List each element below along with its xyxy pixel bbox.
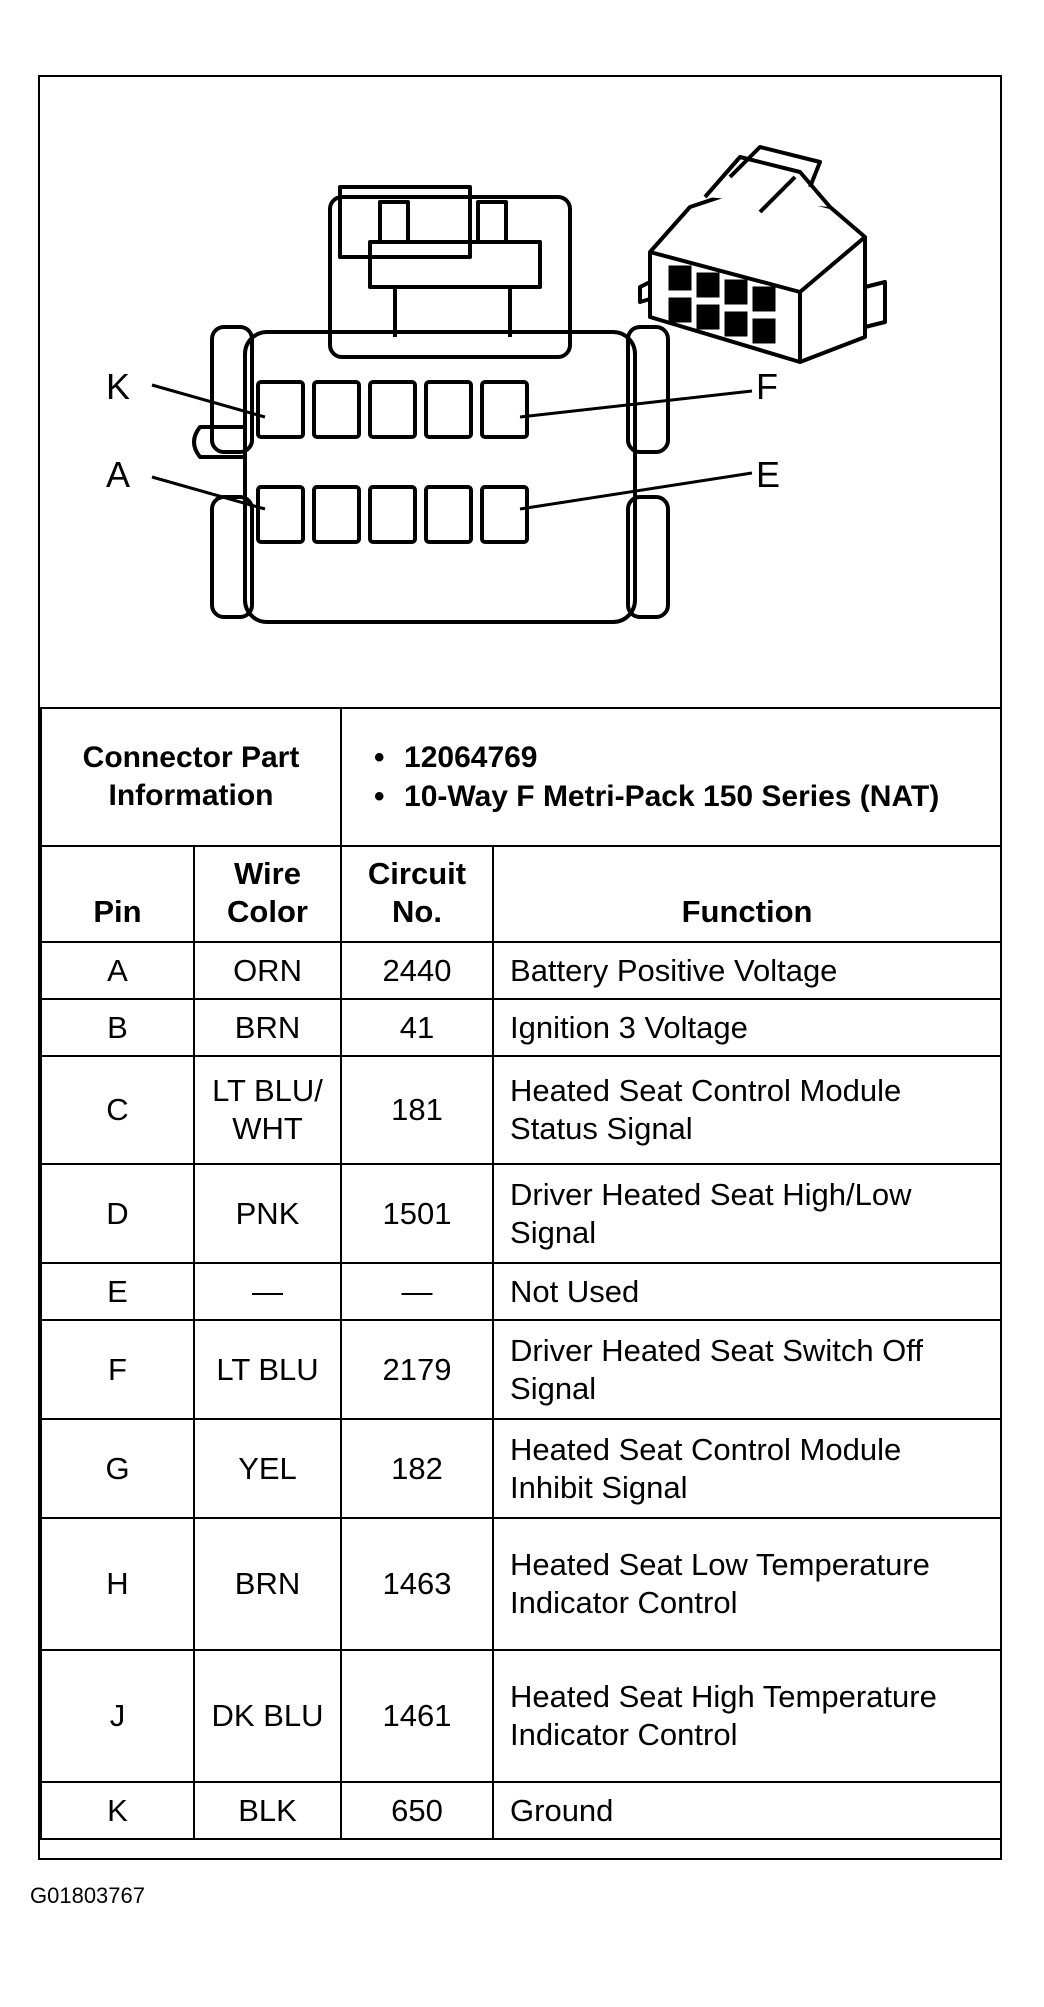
cell-circuit-no: 1461 bbox=[340, 1649, 495, 1783]
connector-series: 10-Way F Metri-Pack 150 Series (NAT) bbox=[374, 777, 986, 816]
cell-pin: A bbox=[40, 941, 195, 1000]
header-wire-color: Wire Color bbox=[192, 845, 343, 943]
cell-circuit-no: 2440 bbox=[340, 941, 495, 1000]
connector-part-number: 12064769 bbox=[374, 738, 986, 777]
cell-pin: B bbox=[40, 998, 195, 1057]
cavity bbox=[256, 380, 305, 439]
pin-cavities bbox=[256, 380, 529, 544]
cell-function: Heated Seat High Temperature Indicator C… bbox=[492, 1649, 1003, 1783]
cell-pin: G bbox=[40, 1418, 195, 1519]
cell-function: Heated Seat Control Module Status Signal bbox=[492, 1055, 1003, 1165]
cell-circuit-no: 650 bbox=[340, 1781, 495, 1840]
header-circuit-no: Circuit No. bbox=[340, 845, 495, 943]
cavity bbox=[368, 485, 417, 544]
cell-function: Heated Seat Low Temperature Indicator Co… bbox=[492, 1517, 1003, 1651]
cell-wire-color: YEL bbox=[192, 1418, 343, 1519]
cell-pin: D bbox=[40, 1163, 195, 1264]
cell-wire-color: BRN bbox=[192, 1517, 343, 1651]
cell-pin: J bbox=[40, 1649, 195, 1783]
cell-circuit-no: 181 bbox=[340, 1055, 495, 1165]
pin-label-e: E bbox=[756, 454, 780, 495]
cell-wire-color: LT BLU/ WHT bbox=[192, 1055, 343, 1165]
figure-id: G01803767 bbox=[30, 1883, 145, 1908]
cell-wire-color: BLK bbox=[192, 1781, 343, 1840]
cell-wire-color: LT BLU bbox=[192, 1319, 343, 1420]
connector-info-label: Connector Part Information bbox=[39, 707, 343, 847]
cell-function: Heated Seat Control Module Inhibit Signa… bbox=[492, 1418, 1003, 1519]
pinout-table: Connector Part Information 12064769 10-W… bbox=[39, 707, 1003, 1840]
pin-label-a: A bbox=[106, 454, 130, 495]
cavity bbox=[256, 485, 305, 544]
cavity bbox=[312, 485, 361, 544]
cavity bbox=[480, 485, 529, 544]
cell-wire-color: ORN bbox=[192, 941, 343, 1000]
pin-label-k: K bbox=[106, 366, 130, 407]
cell-wire-color: DK BLU bbox=[192, 1649, 343, 1783]
connector-ear-right bbox=[626, 325, 670, 454]
cell-pin: K bbox=[40, 1781, 195, 1840]
cavity bbox=[424, 380, 473, 439]
pin-label-f: F bbox=[756, 366, 778, 407]
cell-circuit-no: 1463 bbox=[340, 1517, 495, 1651]
cell-circuit-no: 1501 bbox=[340, 1163, 495, 1264]
table-row: E——Not Used bbox=[40, 1262, 1003, 1321]
cell-function: Driver Heated Seat Switch Off Signal bbox=[492, 1319, 1003, 1420]
cell-function: Not Used bbox=[492, 1262, 1003, 1321]
cell-function: Battery Positive Voltage bbox=[492, 941, 1003, 1000]
cavity bbox=[480, 380, 529, 439]
connector-info-row: Connector Part Information 12064769 10-W… bbox=[39, 707, 1003, 847]
connector-latch bbox=[328, 195, 572, 359]
cell-wire-color: — bbox=[192, 1262, 343, 1321]
header-function: Function bbox=[492, 845, 1003, 943]
cell-wire-color: PNK bbox=[192, 1163, 343, 1264]
cell-pin: H bbox=[40, 1517, 195, 1651]
cavity bbox=[424, 485, 473, 544]
connector-ear-left bbox=[210, 325, 254, 454]
connector-body bbox=[243, 330, 637, 624]
cell-circuit-no: 41 bbox=[340, 998, 495, 1057]
cell-circuit-no: — bbox=[340, 1262, 495, 1321]
cell-circuit-no: 182 bbox=[340, 1418, 495, 1519]
connector-diagram: K A F E bbox=[106, 145, 887, 624]
connector-info-list: 12064769 10-Way F Metri-Pack 150 Series … bbox=[340, 707, 1003, 847]
cell-function: Driver Heated Seat High/Low Signal bbox=[492, 1163, 1003, 1264]
cavity bbox=[312, 380, 361, 439]
cavity bbox=[368, 380, 417, 439]
table-header-row: Pin Wire Color Circuit No. Function bbox=[40, 845, 1003, 943]
cell-circuit-no: 2179 bbox=[340, 1319, 495, 1420]
cell-pin: F bbox=[40, 1319, 195, 1420]
cell-function: Ignition 3 Voltage bbox=[492, 998, 1003, 1057]
cell-pin: E bbox=[40, 1262, 195, 1321]
cell-wire-color: BRN bbox=[192, 998, 343, 1057]
connector-figure: K A F E bbox=[38, 75, 1003, 1860]
cell-pin: C bbox=[40, 1055, 195, 1165]
header-pin: Pin bbox=[40, 845, 195, 943]
cell-function: Ground bbox=[492, 1781, 1003, 1840]
